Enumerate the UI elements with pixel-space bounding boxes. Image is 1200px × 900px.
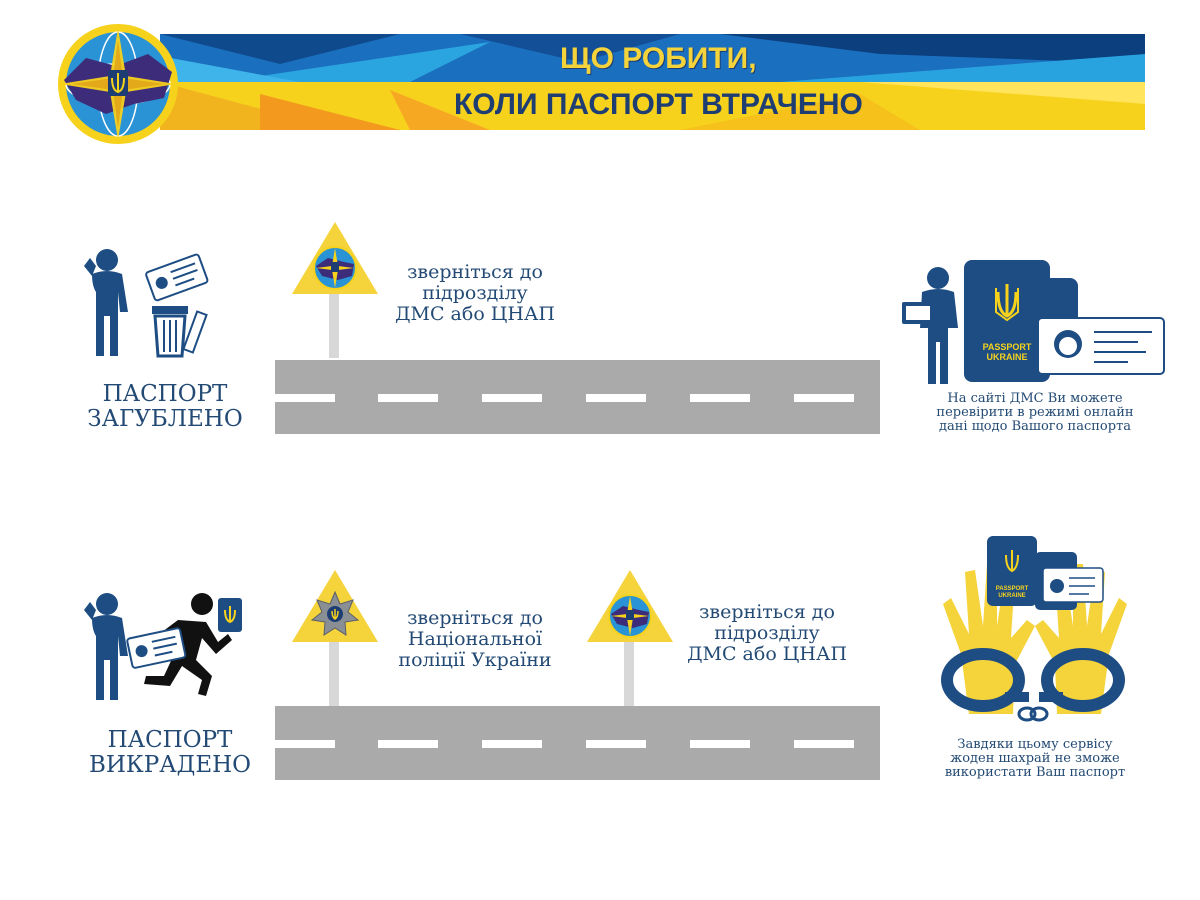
status-lost-line-2: ЗАГУБЛЕНО: [87, 406, 243, 432]
step-dms-line-1: зверніться до: [407, 261, 543, 283]
title-line-2: КОЛИ ПАСПОРТ ВТРАЧЕНО: [454, 88, 863, 121]
road-dash: [275, 740, 335, 748]
handcuffs-passport-icon: PASSPORT UKRAINE: [935, 534, 1135, 734]
note-online-line-2: перевірити в режимі онлайн: [936, 405, 1134, 420]
road-dash: [586, 740, 646, 748]
status-stolen-line-1: ПАСПОРТ: [107, 727, 233, 753]
step-police-line-1: зверніться до: [407, 607, 543, 629]
road-dash: [586, 394, 646, 402]
road-dash: [378, 740, 438, 748]
dms-road-sign-icon: [290, 220, 380, 360]
thief-running-icon: [82, 590, 247, 702]
banner-background: [160, 34, 1145, 130]
note-fraud-line-1: Завдяки цьому сервісу: [957, 737, 1113, 752]
dms-road-sign-icon: [585, 568, 675, 708]
road-dash: [690, 740, 750, 748]
road-dash: [378, 394, 438, 402]
note-fraud-line-3: використати Ваш паспорт: [944, 765, 1126, 780]
step-dms2-line-3: ДМС або ЦНАП: [687, 643, 847, 665]
note-fraud-protection: Завдяки цьому сервісу жоден шахрай не зм…: [915, 738, 1155, 780]
note-online-line-3: дані щодо Вашого паспорта: [938, 419, 1132, 434]
road-dash: [690, 394, 750, 402]
step-dms2-line-2: підрозділу: [714, 622, 820, 644]
step-dms2-line-1: зверніться до: [699, 601, 835, 623]
road-dash: [482, 740, 542, 748]
road-lost: [275, 360, 880, 434]
person-laptop-passport-icon: PASSPORT UKRAINE: [898, 258, 1168, 388]
step-police-label: зверніться до Національної поліції Украї…: [380, 608, 570, 671]
road-dash: [482, 394, 542, 402]
title-line-1: ЩО РОБИТИ,: [560, 42, 757, 75]
passport-label-4: UKRAINE: [998, 593, 1025, 599]
road-dash: [794, 740, 854, 748]
status-stolen-line-2: ВИКРАДЕНО: [88, 752, 252, 778]
status-stolen-label: ПАСПОРТ ВИКРАДЕНО: [70, 728, 270, 778]
note-online-check: На сайті ДМС Ви можете перевірити в режи…: [915, 392, 1155, 434]
note-fraud-line-2: жоден шахрай не зможе: [950, 751, 1120, 766]
step-dms-label-2: зверніться до підрозділу ДМС або ЦНАП: [672, 602, 862, 665]
header-banner: ЩО РОБИТИ, КОЛИ ПАСПОРТ ВТРАЧЕНО: [160, 34, 1145, 130]
status-lost-line-1: ПАСПОРТ: [102, 381, 228, 407]
road-dash: [794, 394, 854, 402]
step-dms-line-2: підрозділу: [422, 282, 528, 304]
migration-service-emblem-icon: [46, 18, 190, 148]
police-road-sign-icon: [290, 568, 380, 708]
road-dash: [275, 394, 335, 402]
step-police-line-3: поліції України: [398, 649, 552, 671]
status-lost-label: ПАСПОРТ ЗАГУБЛЕНО: [70, 382, 260, 432]
step-dms-label: зверніться до підрозділу ДМС або ЦНАП: [380, 262, 570, 325]
passport-label-3: PASSPORT: [996, 586, 1029, 592]
lost-passport-icon: [82, 246, 212, 358]
road-stolen: [275, 706, 880, 780]
passport-label-1: PASSPORT: [983, 342, 1032, 352]
step-dms-line-3: ДМС або ЦНАП: [395, 303, 555, 325]
passport-label-2: UKRAINE: [986, 352, 1027, 362]
step-police-line-2: Національної: [407, 628, 543, 650]
note-online-line-1: На сайті ДМС Ви можете: [947, 391, 1123, 406]
